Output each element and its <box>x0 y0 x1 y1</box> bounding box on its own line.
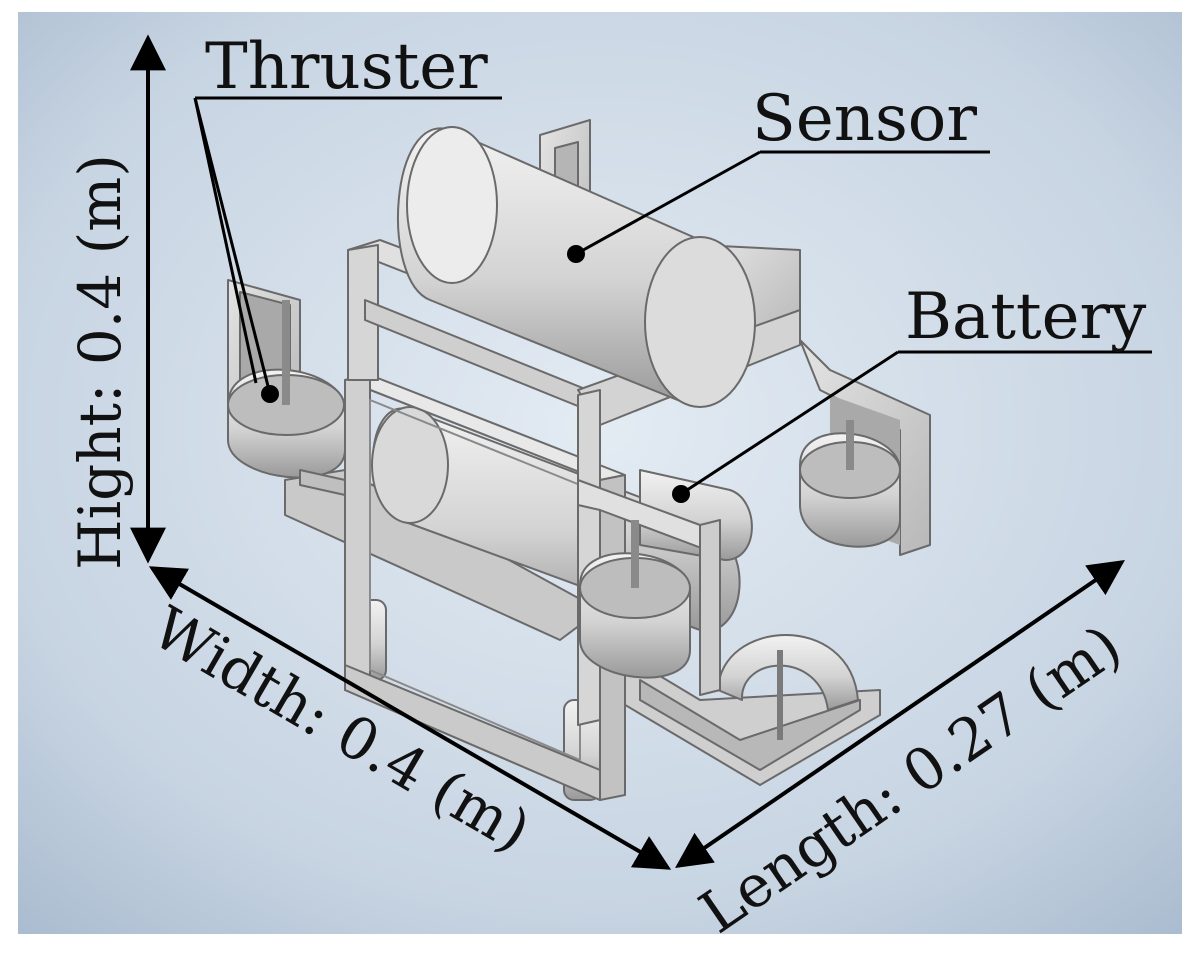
battery-point <box>672 485 690 503</box>
thruster-ring-left <box>227 300 346 479</box>
battery-label: Battery <box>905 280 1146 354</box>
thruster-leader-2 <box>193 97 272 395</box>
thruster-label: Thruster <box>205 30 488 104</box>
thruster-point <box>261 385 279 403</box>
height-label: Hight: 0.4 (m) <box>66 154 134 570</box>
thruster-ring-right <box>799 420 901 548</box>
sensor-point <box>567 245 585 263</box>
sensor-label: Sensor <box>752 82 977 156</box>
sensor-leader <box>575 150 761 256</box>
battery-leader <box>680 350 899 496</box>
thruster-leader-1 <box>193 97 258 384</box>
width-arrow <box>148 566 672 870</box>
length-arrow <box>675 559 1125 869</box>
